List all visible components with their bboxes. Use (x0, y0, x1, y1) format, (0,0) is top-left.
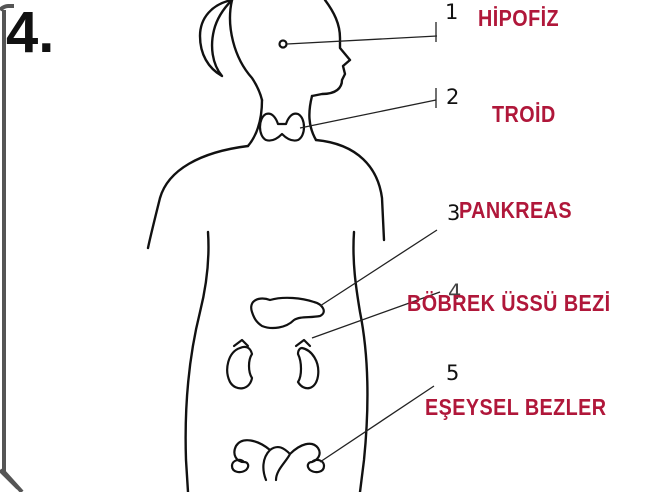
worksheet-frame (0, 6, 22, 492)
label-eseysel-bezler: EŞEYSEL BEZLER (425, 396, 607, 419)
pituitary-gland (280, 41, 287, 48)
label-pankreas: PANKREAS (459, 199, 572, 222)
label-bobrek-ustu-bezi: BÖBREK ÜSSÜ BEZİ (407, 292, 611, 315)
leader-line-1 (287, 36, 437, 44)
left-kidney (227, 347, 252, 389)
leader-line-2 (300, 100, 436, 128)
leader-line-5 (320, 386, 434, 462)
label-troid: TROİD (492, 103, 556, 126)
label-number-5: 5 (446, 363, 459, 384)
reproductive-organs (232, 440, 324, 480)
label-hipofiz: HİPOFİZ (478, 7, 559, 30)
label-number-2: 2 (446, 87, 459, 108)
question-number: 4. (6, 4, 54, 62)
label-number-1: 1 (445, 2, 458, 23)
body-outline (148, 0, 384, 492)
right-kidney (298, 348, 318, 388)
leader-lines (287, 22, 440, 462)
pancreas (251, 298, 324, 328)
thyroid-gland (260, 114, 304, 141)
